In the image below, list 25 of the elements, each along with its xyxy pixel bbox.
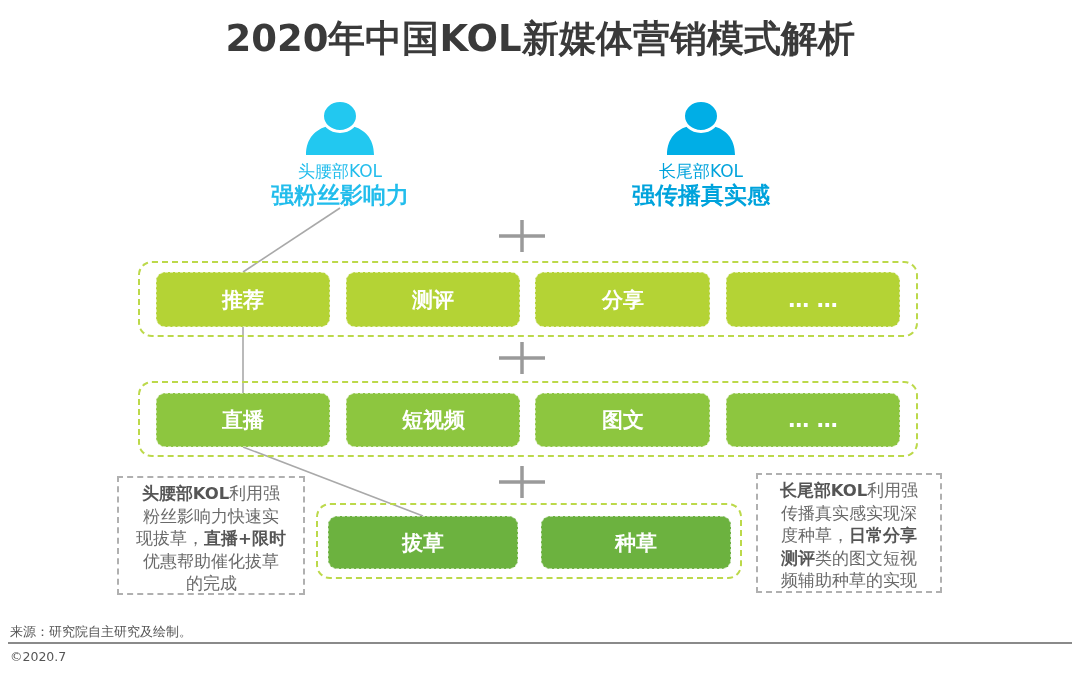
callout-note: 长尾部KOL利用强传播真实感实现深度种草，日常分享测评类的图文短视频辅助种草的实现 [756,473,942,593]
dashed-group-frame [138,261,918,337]
source-note: 来源：研究院自主研究及绘制。 [10,624,192,640]
kol-strength-label: 强传播真实感 [632,182,770,208]
kol-strength-label: 强粉丝影响力 [271,182,409,208]
category-box: 短视频 [346,393,520,447]
category-box: … … [726,393,900,447]
dashed-group-frame [138,381,918,457]
category-box: 分享 [535,272,710,327]
copyright-text: ©2020.7 [10,649,67,665]
kol-tier-heading: 头腰部KOL [297,161,383,181]
connector-line [242,326,244,394]
dashed-group-frame [316,503,742,579]
connector-line [242,207,341,273]
kol-tier-heading: 长尾部KOL [658,161,744,181]
connector-line [242,446,424,517]
diagram-title: 2020年中国KOL新媒体营销模式解析 [224,16,856,62]
category-box: 种草 [541,516,731,569]
category-box: 直播 [156,393,330,447]
category-box: 拔草 [328,516,518,569]
category-box: 推荐 [156,272,330,327]
category-box: … … [726,272,900,327]
category-box: 图文 [535,393,710,447]
category-box: 测评 [346,272,520,327]
callout-note: 头腰部KOL利用强粉丝影响力快速实现拔草，直播+限时优惠帮助催化拔草的完成 [117,476,305,595]
